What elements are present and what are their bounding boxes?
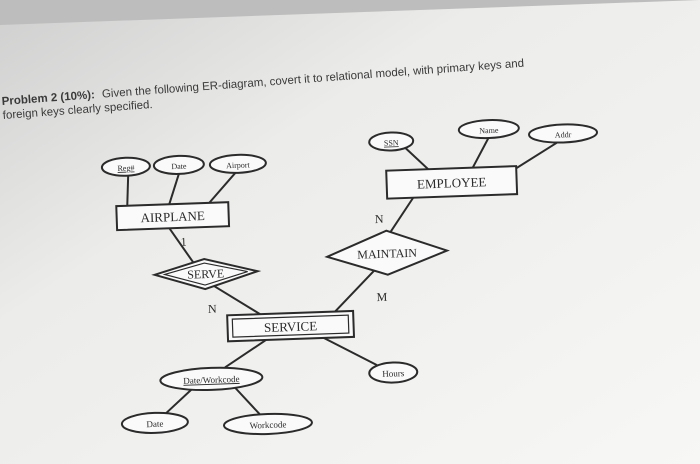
svg-text:MAINTAIN: MAINTAIN [357, 246, 417, 262]
attribute-date-workcode: Date/Workcode [159, 366, 264, 392]
attribute-airport: Airport [208, 153, 267, 174]
svg-text:Date: Date [146, 419, 163, 430]
svg-text:Hours: Hours [382, 368, 405, 379]
svg-text:Airport: Airport [226, 160, 251, 170]
connector-lines [126, 134, 561, 416]
relationship-maintain: MAINTAIN [324, 229, 450, 276]
svg-text:Addr: Addr [555, 130, 572, 140]
svg-text:Name: Name [479, 126, 499, 136]
svg-text:SSN: SSN [384, 138, 399, 148]
attribute-date-airplane: Date [152, 154, 205, 175]
entity-service: SERVICE [226, 309, 356, 343]
cardinality-airplane-serve: 1 [180, 235, 186, 249]
attribute-reg: Reg# [100, 156, 151, 177]
attribute-addr: Addr [528, 123, 598, 144]
attribute-hours: Hours [368, 361, 419, 384]
svg-text:Date/Workcode: Date/Workcode [183, 374, 240, 386]
svg-text:Workcode: Workcode [249, 419, 286, 430]
cardinality-employee-maintain: N [375, 212, 384, 226]
svg-text:Date: Date [171, 162, 187, 172]
svg-text:SERVICE: SERVICE [264, 318, 318, 335]
attribute-date: Date [120, 411, 189, 434]
er-diagram: AIRPLANE EMPLOYEE SERVICE SERVE MAINTAIN… [100, 119, 598, 436]
cardinality-maintain-service: M [376, 290, 387, 304]
cardinality-serve-service: N [208, 302, 217, 316]
entity-employee: EMPLOYEE [385, 165, 519, 200]
svg-text:EMPLOYEE: EMPLOYEE [417, 174, 487, 191]
attribute-workcode: Workcode [222, 412, 313, 436]
entity-airplane: AIRPLANE [115, 201, 231, 232]
svg-text:AIRPLANE: AIRPLANE [140, 208, 205, 225]
relationship-serve: SERVE [151, 258, 262, 291]
svg-text:Reg#: Reg# [117, 163, 134, 173]
svg-text:SERVE: SERVE [187, 266, 225, 281]
attribute-name: Name [457, 119, 520, 140]
attribute-ssn: SSN [368, 131, 415, 152]
